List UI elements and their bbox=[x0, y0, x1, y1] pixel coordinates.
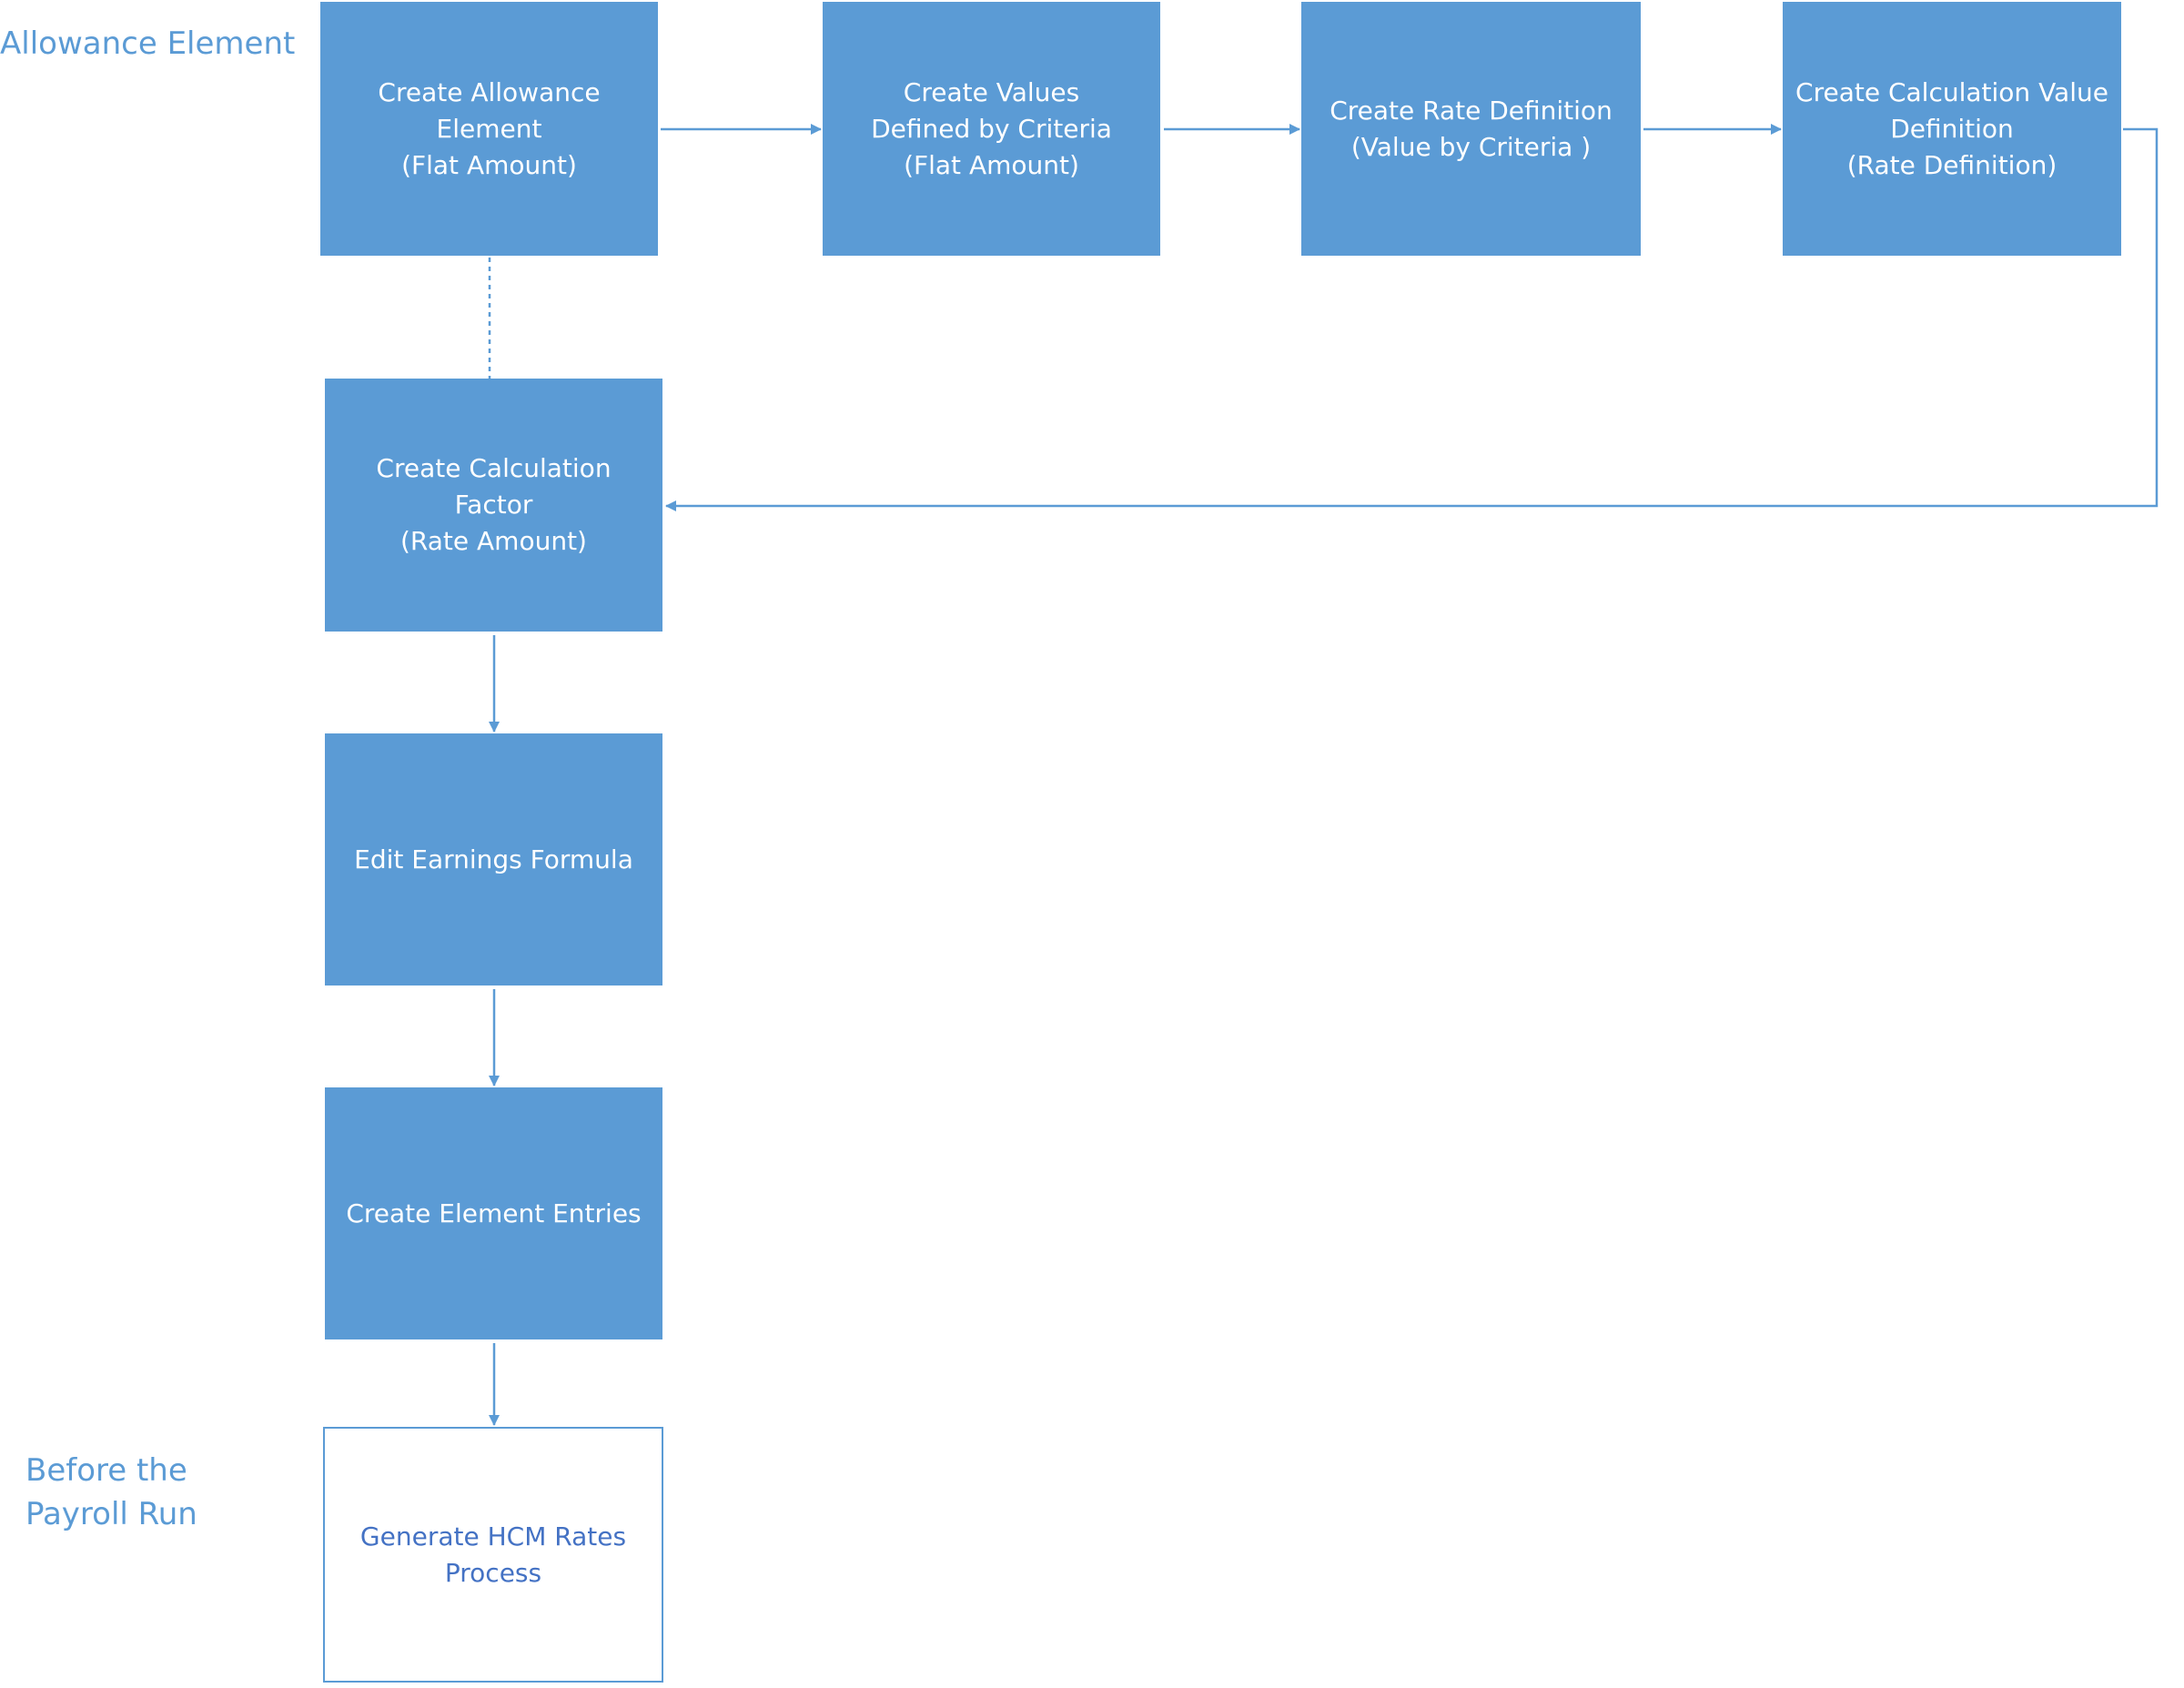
step-label: Create Element Entries bbox=[346, 1198, 642, 1228]
generate-hcm-rates-process-step: Generate HCM Rates Process bbox=[323, 1427, 663, 1683]
arrow-calc-value-to-calc-factor bbox=[665, 127, 2159, 511]
step-label: Edit Earnings Formula bbox=[354, 844, 633, 874]
create-element-entries-step: Create Element Entries bbox=[325, 1087, 662, 1339]
step-label: Create Calculation Factor (Rate Amount) bbox=[376, 453, 612, 556]
create-calculation-factor-step: Create Calculation Factor (Rate Amount) bbox=[325, 379, 662, 632]
before-payroll-run-label: Before the Payroll Run bbox=[25, 1452, 197, 1532]
create-calculation-value-definition-step: Create Calculation Value Definition (Rat… bbox=[1783, 2, 2121, 256]
step-label: Generate HCM Rates Process bbox=[359, 1521, 627, 1588]
step-label: Create Values Defined by Criteria (Flat … bbox=[871, 76, 1112, 180]
create-values-defined-by-criteria-step: Create Values Defined by Criteria (Flat … bbox=[823, 2, 1160, 256]
allowance-element-label: Allowance Element bbox=[0, 25, 296, 62]
edit-earnings-formula-step: Edit Earnings Formula bbox=[325, 733, 662, 986]
step-label: Create Allowance Element (Flat Amount) bbox=[378, 76, 601, 180]
create-rate-definition-step: Create Rate Definition (Value by Criteri… bbox=[1301, 2, 1641, 256]
step-label: Create Calculation Value Definition (Rat… bbox=[1795, 76, 2108, 180]
create-allowance-element-step: Create Allowance Element (Flat Amount) bbox=[320, 2, 658, 256]
step-label: Create Rate Definition (Value by Criteri… bbox=[1330, 95, 1613, 162]
